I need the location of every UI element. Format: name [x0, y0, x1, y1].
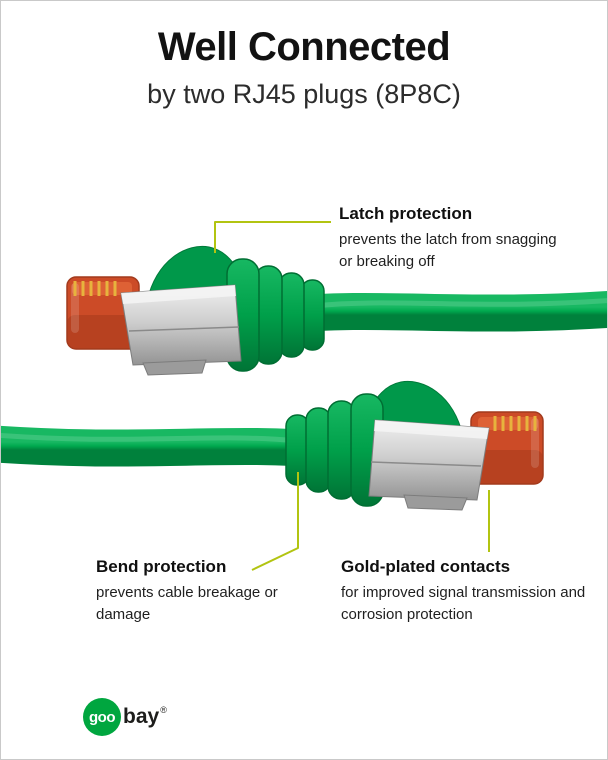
- page-title: Well Connected: [157, 25, 451, 69]
- goobay-logo: goo bay ®: [83, 698, 167, 736]
- callout-body: prevents the latch from snagging or brea…: [339, 231, 557, 270]
- header: Well Connected by two RJ45 plugs (8P8C): [1, 25, 607, 110]
- callout-title: Gold-plated contacts: [341, 557, 511, 576]
- lower-connector: [1, 381, 543, 510]
- goobay-logo-text: bay: [123, 705, 160, 728]
- bend-callout-line: [251, 472, 299, 571]
- page-subtitle: by two RJ45 plugs (8P8C): [147, 79, 461, 109]
- callout-latch-protection: Latch protection prevents the latch from…: [339, 204, 564, 273]
- registered-trademark-symbol: ®: [160, 705, 167, 715]
- callout-title: Latch protection: [339, 204, 473, 223]
- goobay-logo-circle: goo: [83, 698, 121, 736]
- callout-gold-contacts: Gold-plated contacts for improved signal…: [341, 557, 586, 626]
- callout-bend-protection: Bend protection prevents cable breakage …: [96, 557, 301, 626]
- callout-title: Bend protection: [96, 557, 227, 576]
- callout-body: prevents cable breakage or damage: [96, 584, 278, 623]
- callout-body: for improved signal transmission and cor…: [341, 584, 586, 623]
- latch-callout-line: [214, 221, 331, 253]
